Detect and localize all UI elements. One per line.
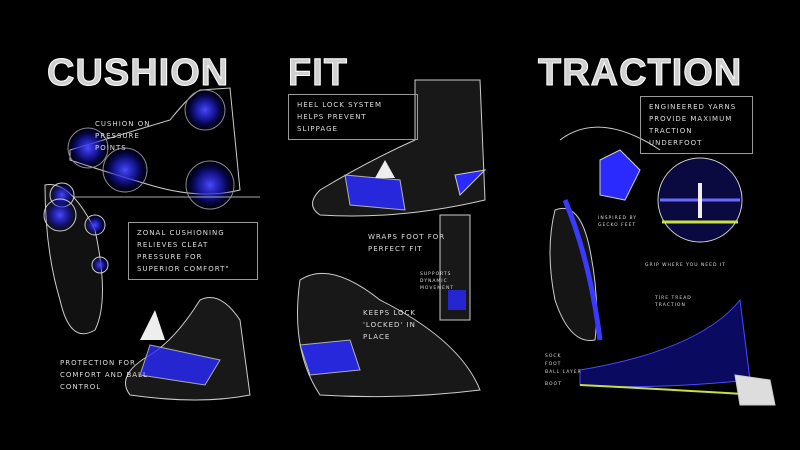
- traction-note-yarns: Engineered yarns provide maximum tractio…: [640, 96, 753, 154]
- cushion-note-pressure-points: Cushion on pressure points: [95, 120, 151, 152]
- cushion-panel: CUSHION Cushion on pressure points Zonal…: [0, 0, 270, 450]
- fit-panel: FIT Heel lock system helps prevent slipp…: [280, 0, 520, 450]
- traction-title: TRACTION: [537, 52, 743, 95]
- layer-label-boot: Boot: [545, 382, 562, 387]
- traction-note-gecko: Inspired by gecko feet: [598, 216, 638, 228]
- layer-label-ball-layer: Ball layer: [545, 370, 582, 375]
- fit-note-wraps-foot: Wraps foot for perfect fit: [368, 233, 446, 253]
- traction-note-grip: Grip where you need it: [645, 263, 726, 268]
- fit-note-heel-lock: Heel lock system helps prevent slippage: [288, 94, 418, 140]
- cushion-note-zonal: Zonal cushioning relieves cleat pressure…: [128, 222, 258, 280]
- traction-note-tire-tread: Tire tread traction: [655, 296, 692, 308]
- cushion-foot-sketch: [43, 87, 260, 401]
- fit-note-dynamic-movement: Supports dynamic movement: [420, 272, 455, 291]
- traction-panel: TRACTION Engineered yarns provide maximu…: [530, 0, 800, 450]
- traction-sketch: [549, 126, 776, 406]
- fit-foot-sketch: [297, 79, 487, 398]
- cushion-title: CUSHION: [46, 52, 230, 95]
- fit-title: FIT: [288, 52, 348, 95]
- cushion-note-protection: Protection for comfort and ball control: [60, 359, 148, 391]
- layer-label-sock: Sock: [545, 354, 562, 359]
- fit-note-keeps-locked: Keeps lock 'locked' in place: [363, 309, 416, 341]
- layer-label-foot: Foot: [545, 362, 562, 367]
